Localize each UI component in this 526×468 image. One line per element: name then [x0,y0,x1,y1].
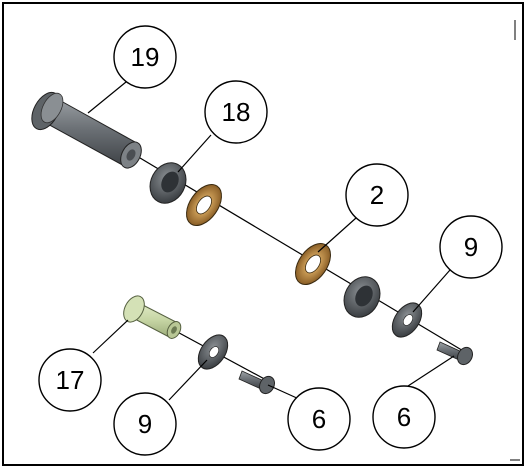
part-2-washer-lower [295,243,331,285]
callout-6-upper: 6 [372,385,436,449]
callout-17-label: 17 [56,365,85,395]
part-6-bolt-upper [436,341,473,366]
callout-2: 2 [345,163,409,227]
part-9-washer-upper [391,302,423,338]
callout-9-upper-label: 9 [464,232,478,262]
callout-19: 19 [113,25,177,89]
callout-19-label: 19 [131,42,160,72]
callout-18: 18 [204,80,268,144]
callout-9-lower: 9 [113,392,177,456]
part-19-shaft [31,91,142,169]
part-9-washer-lower [197,334,229,370]
callout-17: 17 [38,348,102,412]
callout-6-upper-label: 6 [397,402,411,432]
part-17-pin [123,295,182,339]
part-6-bolt-lower [238,370,275,395]
callout-9-lower-label: 9 [138,409,152,439]
callout-9-upper: 9 [439,215,503,279]
leader-lines [87,81,455,401]
part-2-washer-upper [186,184,222,226]
bushing-right [343,276,381,318]
callout-2-label: 2 [370,180,384,210]
part-18-bushing [149,162,187,204]
callout-6-lower-label: 6 [312,404,326,434]
callout-6-lower: 6 [287,387,351,451]
callout-18-label: 18 [222,97,251,127]
